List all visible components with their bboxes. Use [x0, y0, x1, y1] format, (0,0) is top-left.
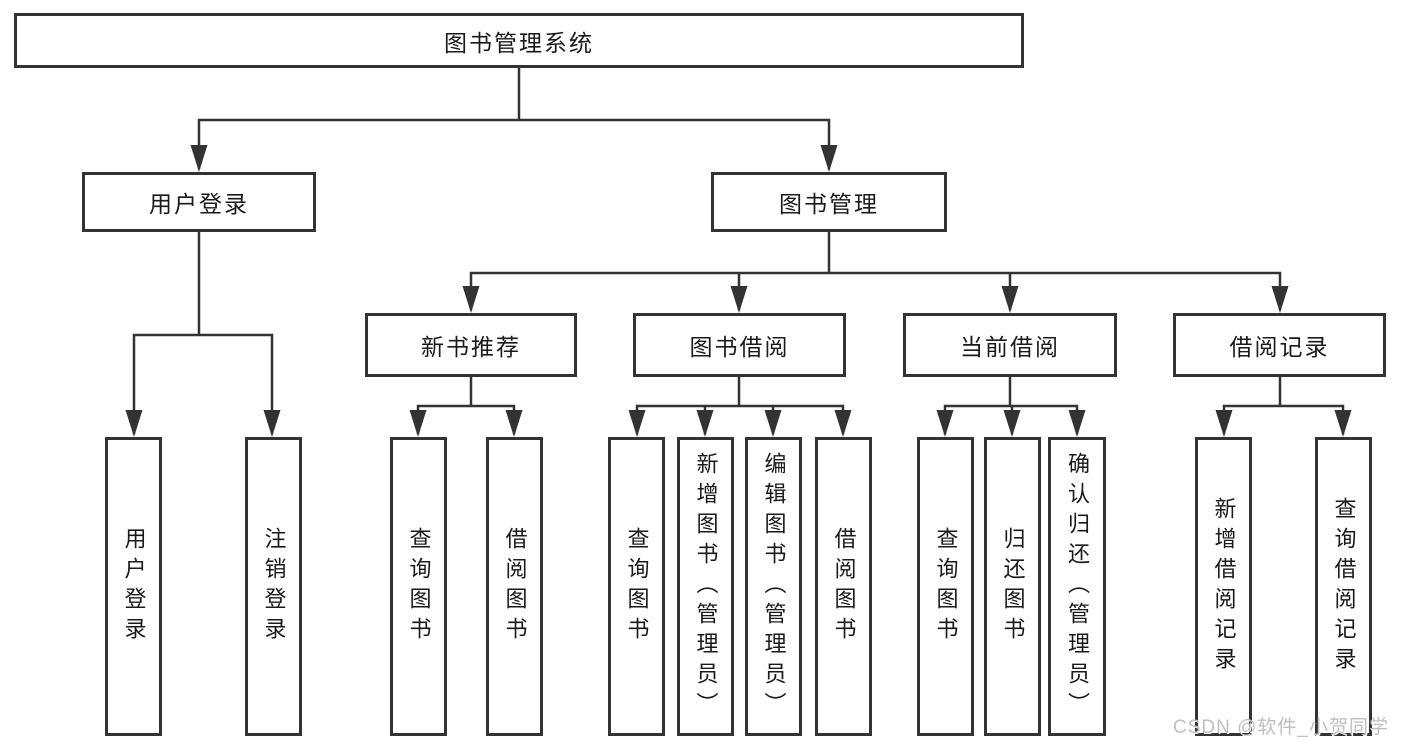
node-label: 新书推荐 — [421, 334, 521, 360]
leaf-label: 查询图书 — [624, 526, 650, 647]
node-label: 图书借阅 — [689, 334, 790, 360]
leaf-label: 新增图书（管理员） — [693, 451, 719, 722]
leaf-return-books: 归还图书 — [984, 437, 1041, 736]
leaf-logout: 注销登录 — [245, 437, 302, 736]
node-label: 当前借阅 — [960, 334, 1060, 360]
leaf-label: 查询图书 — [933, 526, 959, 647]
leaf-label: 确认归还（管理员） — [1065, 451, 1090, 722]
leaf-label: 新增借阅记录 — [1211, 496, 1237, 677]
leaf-label: 归还图书 — [1000, 526, 1026, 647]
node-book-management: 图书管理 — [711, 172, 947, 232]
leaf-confirm-return-admin: 确认归还（管理员） — [1048, 437, 1106, 736]
node-label: 用户登录 — [149, 191, 249, 217]
node-new-book-recommendation: 新书推荐 — [365, 313, 577, 377]
node-library-management-system: 图书管理系统 — [14, 13, 1024, 68]
leaf-query-books-1: 查询图书 — [390, 437, 447, 736]
leaf-query-books-2: 查询图书 — [608, 437, 665, 736]
node-borrowing-records: 借阅记录 — [1173, 313, 1386, 377]
node-user-login: 用户登录 — [82, 172, 316, 232]
leaf-label: 借阅图书 — [831, 526, 857, 647]
leaf-query-books-3: 查询图书 — [917, 437, 974, 736]
leaf-add-borrow-record: 新增借阅记录 — [1195, 437, 1252, 736]
leaf-borrow-books-1: 借阅图书 — [486, 437, 543, 736]
leaf-label: 编辑图书（管理员） — [761, 451, 787, 722]
leaf-add-book-admin: 新增图书（管理员） — [677, 437, 734, 736]
leaf-label: 借阅图书 — [502, 526, 528, 647]
leaf-label: 用户登录 — [121, 526, 147, 647]
leaf-edit-book-admin: 编辑图书（管理员） — [745, 437, 802, 736]
leaf-query-borrow-record: 查询借阅记录 — [1315, 437, 1372, 736]
leaf-label: 查询借阅记录 — [1331, 496, 1357, 677]
node-book-borrowing: 图书借阅 — [633, 313, 846, 377]
node-label: 图书管理 — [779, 191, 879, 217]
leaf-user-login: 用户登录 — [105, 437, 162, 736]
leaf-borrow-books-2: 借阅图书 — [815, 437, 872, 736]
node-label: 借阅记录 — [1229, 334, 1330, 360]
watermark: CSDN @软件_小贺同学 — [1173, 717, 1389, 738]
node-label: 图书管理系统 — [444, 29, 594, 56]
node-current-borrowing: 当前借阅 — [903, 313, 1117, 377]
leaf-label: 注销登录 — [261, 526, 287, 647]
leaf-label: 查询图书 — [406, 526, 432, 647]
